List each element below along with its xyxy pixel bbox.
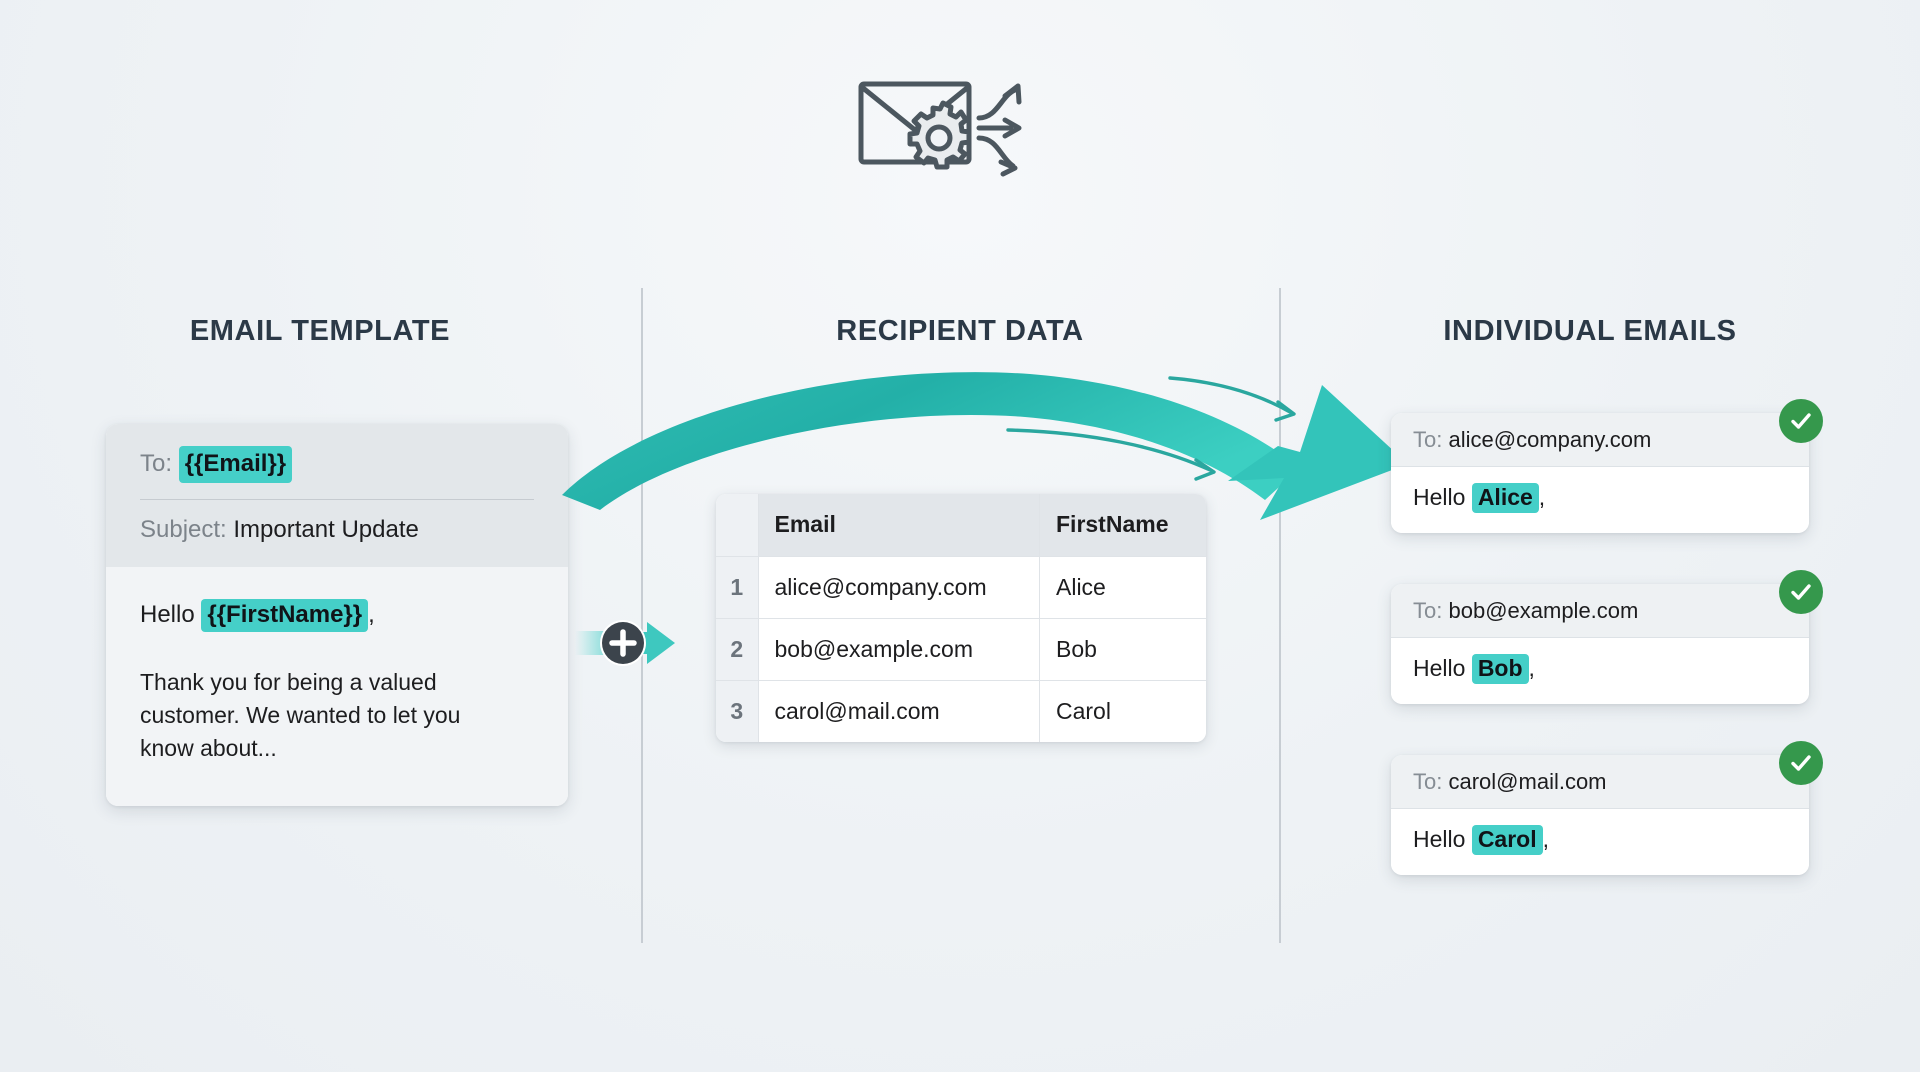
cell-email: alice@company.com (758, 556, 1040, 619)
individual-email-card[interactable]: To: alice@company.com Hello Alice, (1391, 413, 1809, 533)
cell-email: bob@example.com (758, 618, 1040, 681)
template-subject-row: Subject: Important Update (140, 514, 534, 546)
table-header-firstname: FirstName (1039, 494, 1206, 557)
email-card-to-row: To: bob@example.com (1391, 584, 1809, 638)
email-card-name-token: Bob (1471, 654, 1529, 684)
email-card-greeting-suffix: , (1528, 655, 1535, 681)
template-greeting-prefix: Hello (140, 600, 195, 628)
column-divider-right (1279, 288, 1281, 943)
email-card-greeting-prefix: Hello (1413, 484, 1466, 510)
page-title-email-template: EMAIL TEMPLATE (189, 315, 451, 347)
table-header-row: Email FirstName (716, 494, 1206, 557)
template-greeting-row: Hello {{FirstName}}, (140, 598, 534, 632)
template-to-token: {{Email}} (178, 446, 293, 484)
email-card-greeting-row: Hello Alice, (1391, 467, 1809, 533)
email-card-greeting-prefix: Hello (1413, 655, 1466, 681)
recipient-data-table[interactable]: Email FirstName 1 alice@company.com Alic… (716, 494, 1206, 742)
cell-firstname: Bob (1039, 618, 1206, 681)
template-body-text: Thank you for being a valued customer. W… (140, 668, 461, 762)
email-card-greeting-suffix: , (1542, 826, 1549, 852)
template-greeting-suffix: , (368, 600, 375, 628)
table-row[interactable]: 1 alice@company.com Alice (716, 556, 1206, 619)
table-row[interactable]: 2 bob@example.com Bob (716, 618, 1206, 681)
row-number: 3 (716, 680, 759, 742)
email-template-card[interactable]: To: {{Email}} Subject: Important Update … (106, 424, 568, 806)
email-card-to-row: To: carol@mail.com (1391, 755, 1809, 809)
email-card-name-token: Carol (1471, 825, 1543, 855)
table-header-email: Email (758, 494, 1040, 557)
email-card-greeting-suffix: , (1538, 484, 1546, 510)
envelope-gear-distribute-icon (855, 70, 1065, 190)
email-card-greeting-row: Hello Bob, (1391, 638, 1809, 704)
template-subject-value: Important Update (233, 516, 419, 544)
email-card-to-label: To: (1413, 427, 1443, 452)
email-card-to-value: bob@example.com (1448, 598, 1639, 623)
email-card-to-value: carol@mail.com (1448, 769, 1607, 794)
check-circle-icon (1779, 741, 1823, 785)
check-circle-icon (1779, 399, 1823, 443)
template-to-label: To: (140, 450, 173, 477)
column-divider-left (641, 288, 643, 943)
email-card-to-label: To: (1413, 598, 1443, 623)
template-firstname-token: {{FirstName}} (201, 598, 369, 632)
individual-email-card[interactable]: To: carol@mail.com Hello Carol, (1391, 755, 1809, 875)
email-card-name-token: Alice (1471, 483, 1539, 513)
email-card-to-value: alice@company.com (1448, 427, 1652, 452)
cell-firstname: Alice (1039, 556, 1206, 619)
template-to-row: To: {{Email}} (140, 446, 534, 484)
table-header-rownum (716, 494, 759, 557)
template-subject-label: Subject: (140, 516, 227, 544)
check-circle-icon (1779, 570, 1823, 614)
email-template-body: Hello {{FirstName}}, Thank you for being… (106, 566, 568, 806)
page-title-recipient-data: RECIPIENT DATA (836, 315, 1084, 347)
row-number: 1 (716, 556, 759, 619)
email-card-greeting-prefix: Hello (1413, 826, 1466, 852)
email-card-greeting-row: Hello Carol, (1391, 809, 1809, 875)
individual-email-card[interactable]: To: bob@example.com Hello Bob, (1391, 584, 1809, 704)
row-number: 2 (716, 618, 759, 681)
cell-email: carol@mail.com (758, 680, 1040, 742)
table-row[interactable]: 3 carol@mail.com Carol (716, 680, 1206, 742)
cell-firstname: Carol (1039, 680, 1206, 742)
page-title-individual-emails: INDIVIDUAL EMAILS (1443, 315, 1737, 347)
email-card-to-row: To: alice@company.com (1391, 413, 1809, 467)
template-field-divider (140, 499, 534, 501)
merge-connector (575, 598, 685, 688)
email-template-header: To: {{Email}} Subject: Important Update (106, 424, 568, 567)
email-card-to-label: To: (1413, 769, 1443, 794)
